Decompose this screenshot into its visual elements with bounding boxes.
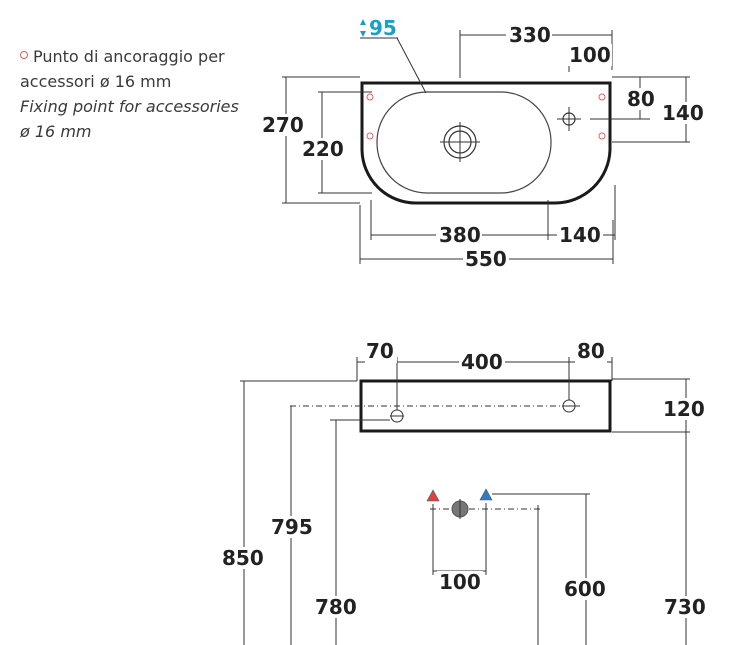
dim-95-leader bbox=[396, 37, 427, 94]
basin-outline bbox=[360, 81, 612, 205]
fixing-point-icon bbox=[598, 93, 606, 101]
hot-water-icon bbox=[426, 489, 440, 502]
dim-730-label: 730 bbox=[664, 595, 706, 619]
dim-80-label: 80 bbox=[577, 339, 605, 363]
dim-380-label: 380 bbox=[439, 223, 481, 247]
dim-100-bg bbox=[437, 571, 483, 593]
fixing-point-icon bbox=[20, 51, 28, 59]
dim-400-bg bbox=[459, 351, 505, 373]
dim-780-label: 780 bbox=[315, 595, 357, 619]
dim-80-bg bbox=[625, 88, 657, 110]
dim-270-bg bbox=[260, 114, 306, 136]
dim-795-label: 795 bbox=[271, 515, 313, 539]
dim-795-bg bbox=[270, 516, 316, 538]
top-view: 95 330 100 80 140 270 220 380 140 550 bbox=[260, 16, 706, 271]
dim-270-label: 270 bbox=[262, 113, 304, 137]
dim-100-label: 100 bbox=[439, 570, 481, 594]
dim-600-label: 600 bbox=[564, 577, 606, 601]
dim-850-label: 850 bbox=[222, 546, 264, 570]
dim-140-right-bg bbox=[660, 102, 706, 124]
height-arrows-icon bbox=[360, 19, 366, 37]
dim-70-bg bbox=[365, 341, 397, 363]
dim-100-label: 100 bbox=[569, 43, 611, 67]
dim-550-bg bbox=[463, 248, 509, 270]
dim-220-bg bbox=[300, 138, 346, 160]
front-view: 70 400 80 120 795 850 780 100 600 730 bbox=[221, 339, 709, 645]
dim-330-label: 330 bbox=[509, 23, 551, 47]
dim-100-bg bbox=[566, 44, 612, 66]
dim-400-label: 400 bbox=[461, 350, 503, 374]
dim-780-bg bbox=[314, 596, 360, 618]
dim-95-label: 95 bbox=[369, 16, 397, 40]
legend-text-italian: Punto di ancoraggio per accessori ø 16 m… bbox=[20, 47, 225, 91]
cold-water-icon bbox=[479, 488, 493, 501]
dim-730-bg bbox=[663, 596, 709, 618]
dim-120-label: 120 bbox=[663, 397, 705, 421]
dim-550-label: 550 bbox=[465, 247, 507, 271]
dim-140-bottom-bg bbox=[557, 224, 603, 246]
fixing-point-icon bbox=[598, 132, 606, 140]
fixing-point-icon bbox=[366, 93, 374, 101]
dim-600-bg bbox=[563, 578, 609, 600]
dim-70-label: 70 bbox=[366, 339, 394, 363]
dim-140-right-label: 140 bbox=[662, 101, 704, 125]
accessory-fixing-legend: Punto di ancoraggio per accessori ø 16 m… bbox=[20, 44, 250, 144]
dim-80-label: 80 bbox=[627, 87, 655, 111]
dim-380-bg bbox=[436, 224, 482, 246]
dim-850-bg bbox=[221, 547, 267, 569]
dim-80-bg bbox=[575, 341, 607, 363]
dim-120-bg bbox=[660, 398, 706, 420]
dim-140-bottom-label: 140 bbox=[559, 223, 601, 247]
legend-text-english: Fixing point for accessories ø 16 mm bbox=[20, 97, 239, 141]
fixing-point-icon bbox=[366, 132, 374, 140]
bowl-outline bbox=[376, 91, 552, 194]
dim-220-label: 220 bbox=[302, 137, 344, 161]
dim-330-bg bbox=[506, 24, 552, 46]
